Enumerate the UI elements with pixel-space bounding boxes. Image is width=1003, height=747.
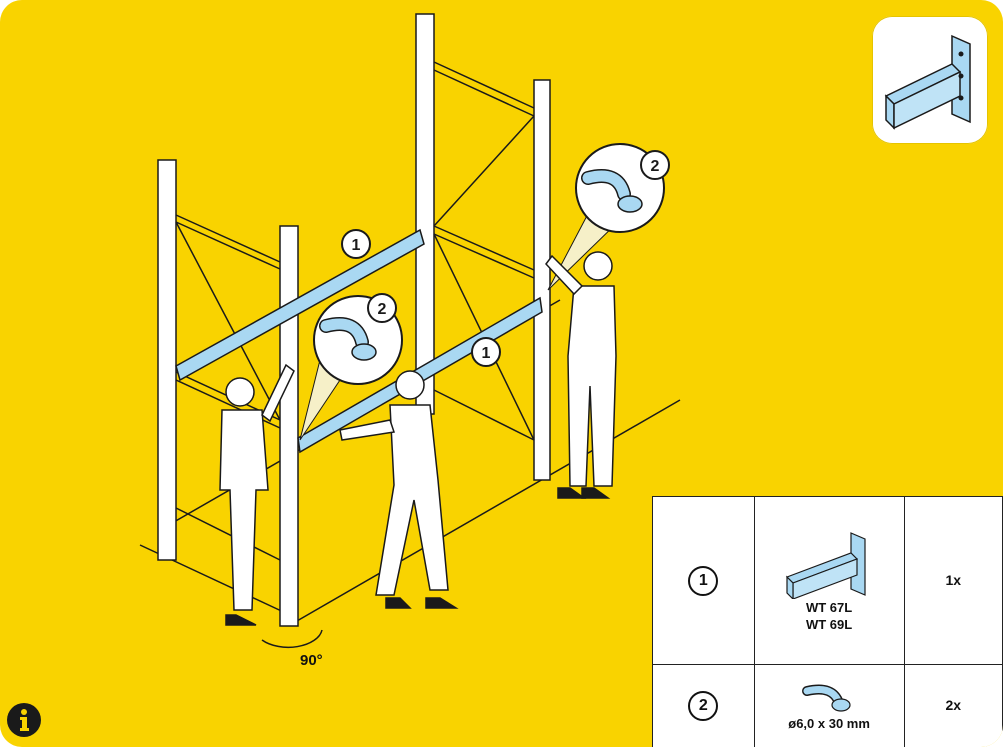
callout-1-lower: 1 xyxy=(472,338,500,366)
parts-row-1: 1 WT 67L WT 69L 1x xyxy=(653,497,1003,665)
beam-bracket-icon xyxy=(779,529,879,599)
part-number-cell: 2 xyxy=(653,665,755,747)
part-number-cell: 1 xyxy=(653,497,755,665)
callout-1-lower-label: 1 xyxy=(482,345,491,362)
info-icon[interactable] xyxy=(6,702,42,738)
callout-2-left-label: 2 xyxy=(378,301,387,318)
part-code-cell: ø6,0 x 30 mm xyxy=(754,665,904,747)
parts-row-2: 2 ø6,0 x 30 mm 2x xyxy=(653,665,1003,747)
callout-2-right: 2 xyxy=(641,151,669,179)
part-code-1b: WT 69L xyxy=(755,616,904,633)
parts-table: 1 WT 67L WT 69L 1x 2 xyxy=(652,496,1003,747)
part-qty: 2x xyxy=(946,697,962,713)
part-code-cell: WT 67L WT 69L xyxy=(754,497,904,665)
angle-label: 90° xyxy=(300,652,323,669)
callout-2-left: 2 xyxy=(368,294,396,322)
part-qty: 1x xyxy=(946,572,962,588)
beam-bracket-thumbnail xyxy=(872,16,988,144)
callout-1-upper: 1 xyxy=(342,230,370,258)
callout-1-upper-label: 1 xyxy=(352,237,361,254)
part-code-2: ø6,0 x 30 mm xyxy=(755,715,904,732)
safety-pin-icon xyxy=(799,681,859,715)
part-qty-cell: 2x xyxy=(904,665,1002,747)
part-qty-cell: 1x xyxy=(904,497,1002,665)
part-number-badge: 1 xyxy=(688,566,718,596)
beam-bracket-icon xyxy=(872,16,988,144)
part-code-1a: WT 67L xyxy=(755,599,904,616)
worker-right xyxy=(546,252,616,498)
part-number-badge: 2 xyxy=(688,691,718,721)
front-upright-left xyxy=(280,226,298,626)
callout-2-right-label: 2 xyxy=(651,158,660,175)
